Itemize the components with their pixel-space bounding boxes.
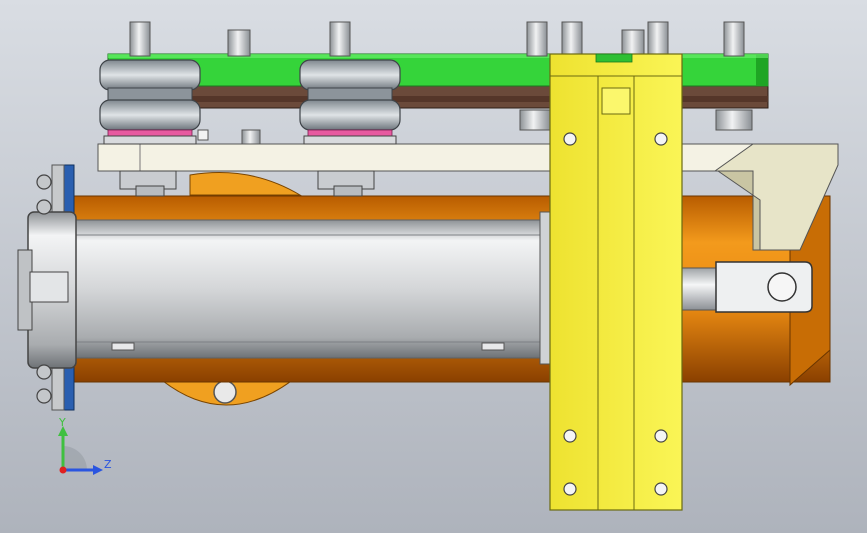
triad-quadrant	[63, 446, 87, 470]
hex-nut-icon	[36, 199, 52, 215]
bracket-slot	[601, 87, 631, 115]
hex-nut-icon	[36, 364, 52, 380]
washer	[135, 185, 165, 197]
bolt-hole	[563, 132, 577, 146]
hex-nut-icon	[36, 388, 52, 404]
bolt-hole	[654, 429, 668, 443]
coordinate-triad[interactable]: Y Z	[58, 416, 112, 475]
washer	[333, 185, 363, 197]
locating-pin	[621, 29, 645, 57]
green-tab	[595, 53, 633, 63]
lower-bracket-hole	[213, 380, 237, 404]
locating-pin	[129, 21, 151, 57]
tube-body	[74, 219, 546, 359]
y-axis-label: Y	[58, 416, 66, 429]
z-axis-label: Z	[104, 458, 112, 471]
piston-rod	[679, 267, 721, 311]
bearing-race	[99, 59, 201, 91]
tube-slot	[481, 342, 505, 351]
roller-bearing-left	[99, 59, 201, 145]
green-plate-highlight	[108, 54, 768, 58]
upper-bracket-plate	[189, 172, 302, 196]
bearing-washer	[303, 135, 397, 145]
bolt-hole	[563, 429, 577, 443]
clevis-pin-hole	[767, 272, 797, 302]
end-cap-port	[29, 271, 69, 303]
triad-origin-icon	[59, 466, 67, 474]
brown-plate-edge	[108, 96, 768, 102]
locating-pin	[715, 109, 753, 131]
bearing-seal	[307, 129, 393, 137]
locating-pin	[519, 109, 551, 131]
locating-pin	[227, 29, 251, 57]
rod-clevis	[715, 261, 813, 313]
locating-pin	[723, 21, 745, 57]
locating-pin	[561, 21, 583, 57]
y-axis-arrowhead-icon	[58, 426, 68, 436]
bolt-hole	[654, 482, 668, 496]
bearing-hub	[307, 87, 393, 101]
bearing-seal	[107, 129, 193, 137]
carriage-nuts	[119, 170, 375, 197]
z-axis-arrowhead-icon	[93, 465, 103, 475]
angle-bracket-shade	[716, 170, 761, 251]
locating-pin	[329, 21, 351, 57]
bearing-washer	[103, 135, 197, 145]
bearing-hub	[107, 87, 193, 101]
roller-bearings[interactable]	[99, 59, 401, 145]
bolt-hole	[654, 132, 668, 146]
left-end-flange[interactable]	[17, 164, 77, 411]
spacer	[197, 129, 209, 141]
roller-bearing-right	[299, 59, 401, 145]
piston-rod-assembly[interactable]	[679, 261, 813, 313]
tube-slot	[111, 342, 135, 351]
locating-pin	[647, 21, 669, 57]
locating-pin	[526, 21, 548, 57]
top-pins	[129, 21, 745, 57]
locating-pin	[241, 129, 261, 145]
yellow-mounting-bracket[interactable]	[549, 53, 683, 511]
bolt-hole	[563, 482, 577, 496]
bearing-race	[299, 59, 401, 91]
silver-tube[interactable]	[74, 211, 555, 365]
green-plate-edge	[756, 54, 768, 86]
bearing-race	[299, 99, 401, 131]
hex-nut-icon	[36, 174, 52, 190]
bearing-race	[99, 99, 201, 131]
